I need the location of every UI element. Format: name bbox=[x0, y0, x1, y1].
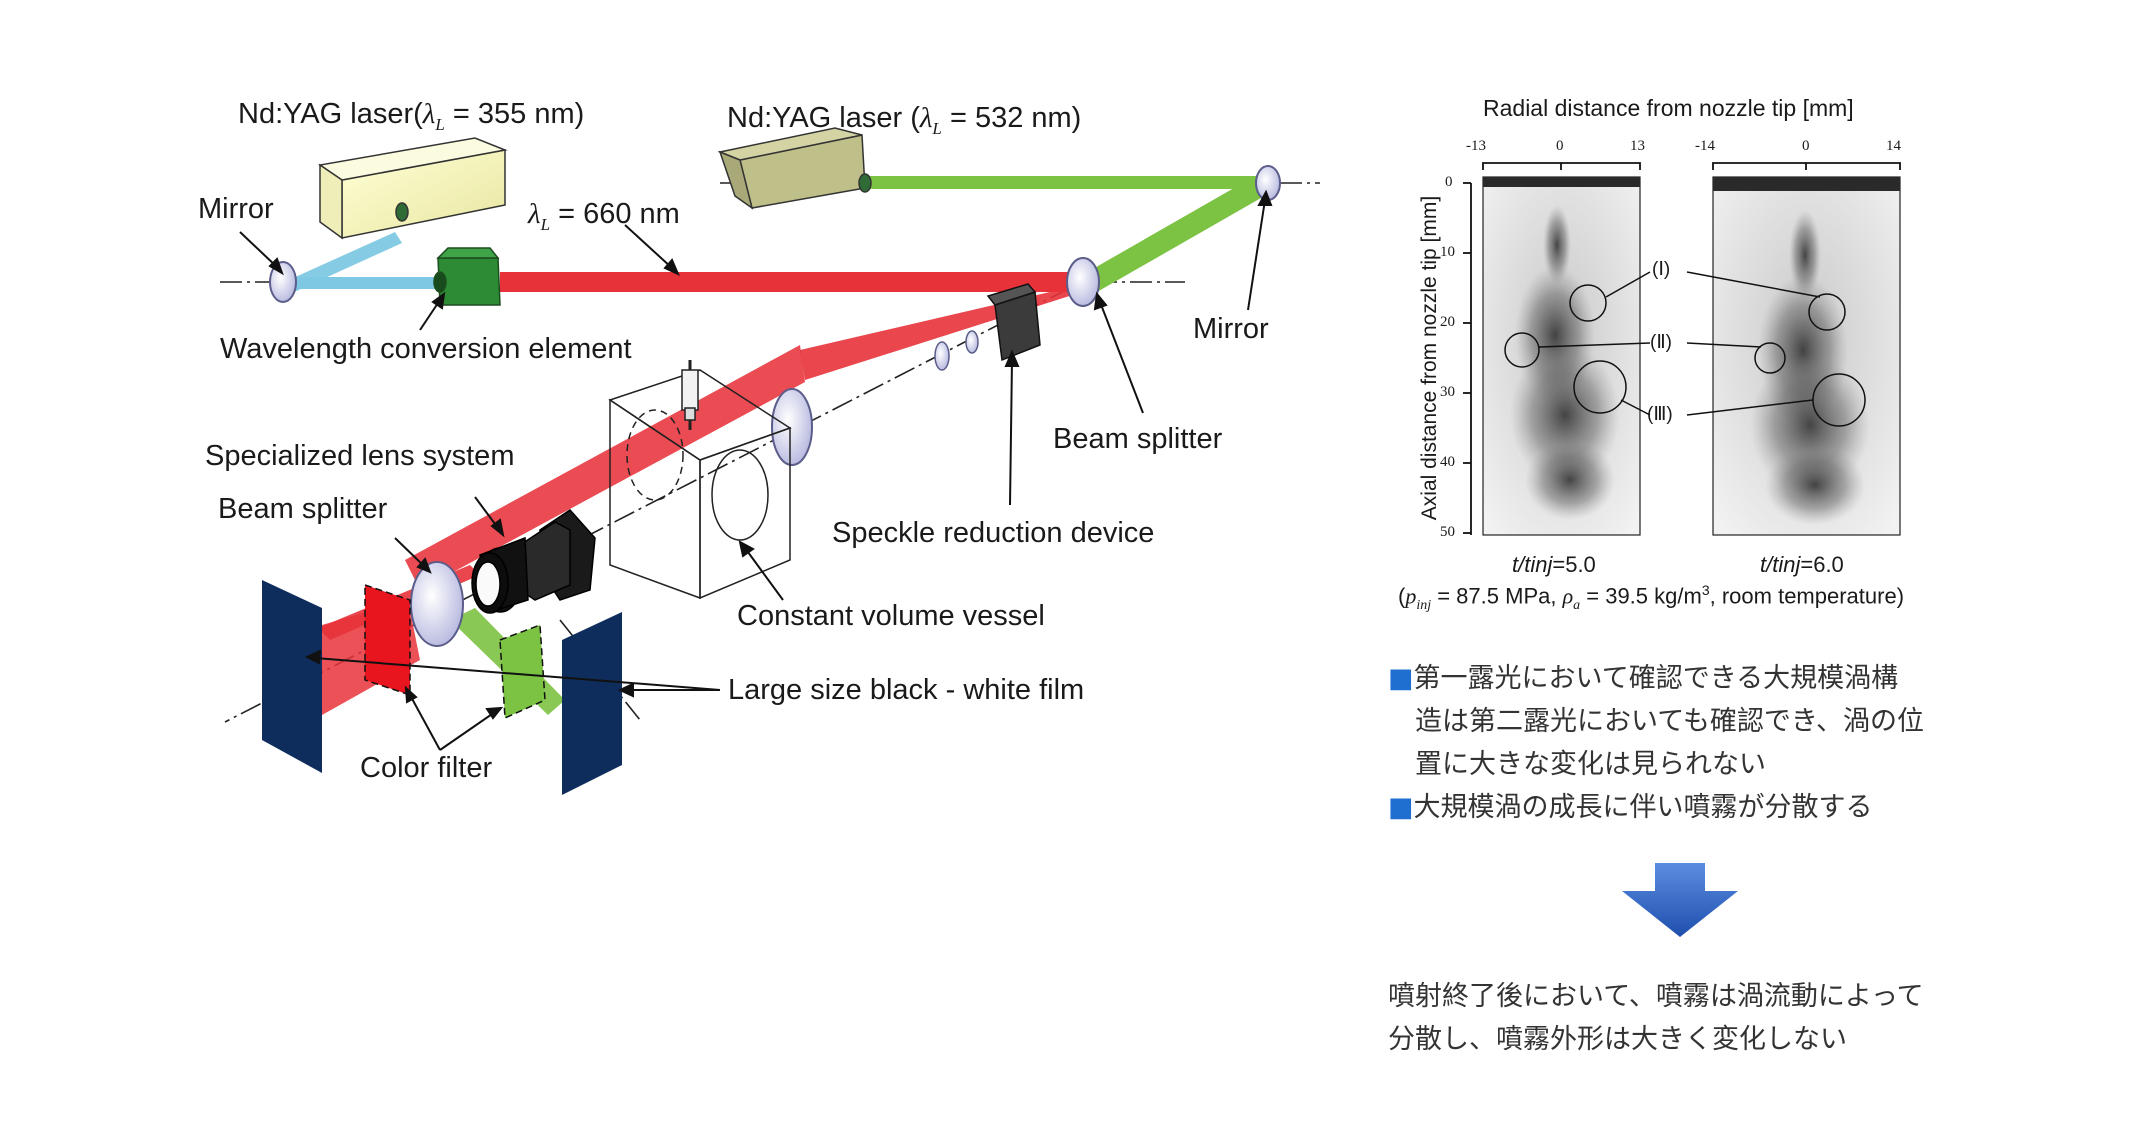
blue-beam bbox=[282, 232, 445, 294]
laser-355-box bbox=[318, 137, 508, 240]
label-mirror-left: Mirror bbox=[198, 193, 274, 225]
spray-photo-right bbox=[1712, 176, 1901, 536]
label-large-film: Large size black - white film bbox=[728, 674, 1085, 706]
note-bullet-1-line-3: 置に大きな変化は見られない bbox=[1415, 749, 1766, 780]
conclusion-text: 噴射終了後において、噴霧は渦流動によって 分散し、噴霧外形は大きく変化しない bbox=[1388, 975, 1924, 1061]
label-color-filter: Color filter bbox=[360, 752, 493, 784]
cond-rho-value: = 39.5 kg/m bbox=[1580, 583, 1702, 609]
label-mirror-right: Mirror bbox=[1193, 313, 1269, 345]
label-laser-532-text: Nd:YAG laser ( bbox=[727, 102, 920, 134]
camera-lens-system bbox=[471, 509, 596, 614]
label-laser-532-value: = 532 nm) bbox=[941, 102, 1082, 134]
lambda-symbol: λ bbox=[422, 98, 436, 130]
label-lambda-660: λL = 660 nm bbox=[528, 198, 680, 235]
caption-right: t/tinj=6.0 bbox=[1760, 552, 1844, 578]
tick-right-zero: 0 bbox=[1802, 138, 1810, 154]
tick-y-10: 10 bbox=[1440, 244, 1455, 260]
mirror-left-lens bbox=[269, 261, 297, 303]
bullet-square-icon: ■ bbox=[1388, 792, 1414, 823]
lambda-symbol: λ bbox=[919, 102, 933, 134]
cond-rho-sup: 3 bbox=[1701, 582, 1710, 598]
label-laser-355-value: = 355 nm) bbox=[444, 98, 585, 130]
green-color-filter bbox=[499, 623, 546, 720]
speckle-lenses bbox=[934, 330, 979, 371]
cond-p-sub: inj bbox=[1416, 597, 1432, 613]
label-laser-355: Nd:YAG laser(λL = 355 nm) bbox=[238, 98, 584, 135]
caption-left: t/tinj=5.0 bbox=[1512, 552, 1596, 578]
tick-left-zero: 0 bbox=[1556, 138, 1564, 154]
leader-arrows bbox=[239, 189, 1273, 751]
label-laser-532: Nd:YAG laser (λL = 532 nm) bbox=[727, 102, 1081, 139]
marker-vortex-1: (Ⅰ) bbox=[1652, 259, 1671, 280]
caption-right-value: =6.0 bbox=[1800, 552, 1844, 577]
caption-right-var: t/tinj bbox=[1760, 552, 1801, 577]
note-bullet-1: ■第一露光において確認できる大規模渦構 造は第二露光においても確認でき、渦の位 … bbox=[1388, 657, 1924, 829]
beam-splitter-left-lens bbox=[410, 561, 464, 647]
tick-right-pos: 14 bbox=[1886, 138, 1901, 154]
optical-setup-diagram bbox=[220, 127, 1320, 795]
figure-top-axis-title: Radial distance from nozzle tip [mm] bbox=[1483, 95, 1854, 121]
lambda-subscript: L bbox=[540, 214, 551, 234]
label-beam-splitter-left: Beam splitter bbox=[218, 493, 388, 525]
green-beam bbox=[865, 176, 1275, 296]
lambda-symbol: λ bbox=[528, 198, 541, 230]
vortex-markers bbox=[1504, 271, 1866, 427]
tick-y-50: 50 bbox=[1440, 524, 1455, 540]
red-beam-horizontal bbox=[500, 272, 1078, 292]
label-constant-volume-vessel: Constant volume vessel bbox=[737, 600, 1045, 632]
conclusion-line-2: 分散し、噴霧外形は大きく変化しない bbox=[1388, 1024, 1847, 1055]
figure-y-axis-title: Axial distance from nozzle tip [mm] bbox=[1418, 195, 1441, 521]
tick-left-neg: -13 bbox=[1466, 138, 1486, 154]
cond-rho: ρ bbox=[1562, 583, 1574, 609]
conclusion-line-1: 噴射終了後において、噴霧は渦流動によって bbox=[1388, 981, 1924, 1012]
bullet-square-icon: ■ bbox=[1388, 663, 1414, 694]
beam-splitter-right-lens bbox=[1066, 257, 1100, 307]
marker-vortex-2: (Ⅱ) bbox=[1650, 332, 1673, 353]
cond-p-value: = 87.5 MPa, bbox=[1431, 583, 1563, 609]
large-lens bbox=[771, 388, 813, 466]
label-wavelength-element: Wavelength conversion element bbox=[220, 333, 632, 365]
cond-p: p bbox=[1405, 583, 1417, 609]
lambda-subscript: L bbox=[932, 118, 942, 138]
spray-images-axes bbox=[1463, 162, 1901, 536]
spray-photo-left bbox=[1482, 176, 1641, 536]
lambda-subscript: L bbox=[435, 114, 445, 134]
tick-y-20: 20 bbox=[1440, 314, 1455, 330]
label-laser-355-text: Nd:YAG laser( bbox=[238, 98, 423, 130]
film-panel-right bbox=[562, 612, 622, 795]
label-lambda-660-value: = 660 nm bbox=[550, 198, 680, 230]
label-speckle-reduction: Speckle reduction device bbox=[832, 517, 1155, 549]
constant-volume-vessel bbox=[608, 360, 792, 600]
label-specialized-lens: Specialized lens system bbox=[205, 440, 515, 472]
note-bullet-2: 大規模渦の成長に伴い噴霧が分散する bbox=[1413, 792, 1873, 823]
red-color-filter bbox=[364, 583, 411, 697]
film-panel-left bbox=[262, 580, 322, 773]
note-bullet-1-line-2: 造は第二露光においても確認でき、渦の位 bbox=[1415, 706, 1924, 737]
tick-y-0: 0 bbox=[1445, 174, 1453, 190]
caption-left-value: =5.0 bbox=[1552, 552, 1596, 577]
caption-conditions: (pinj = 87.5 MPa, ρa = 39.5 kg/m3, room … bbox=[1398, 582, 1905, 613]
down-arrow-icon bbox=[1622, 863, 1738, 937]
marker-vortex-3: (Ⅲ) bbox=[1647, 404, 1673, 425]
tick-y-30: 30 bbox=[1440, 384, 1455, 400]
laser-532-box bbox=[717, 127, 872, 210]
tick-y-40: 40 bbox=[1440, 454, 1455, 470]
cond-rest: , room temperature) bbox=[1709, 583, 1905, 609]
label-beam-splitter-right: Beam splitter bbox=[1053, 423, 1223, 455]
cond-rho-sub: a bbox=[1573, 597, 1581, 613]
note-bullet-1-line-1: 第一露光において確認できる大規模渦構 bbox=[1413, 663, 1899, 694]
wavelength-conversion-block bbox=[433, 247, 501, 306]
tick-right-neg: -14 bbox=[1695, 138, 1715, 154]
tick-left-pos: 13 bbox=[1630, 138, 1645, 154]
caption-left-var: t/tinj bbox=[1512, 552, 1553, 577]
speckle-reduction-box bbox=[986, 283, 1041, 362]
